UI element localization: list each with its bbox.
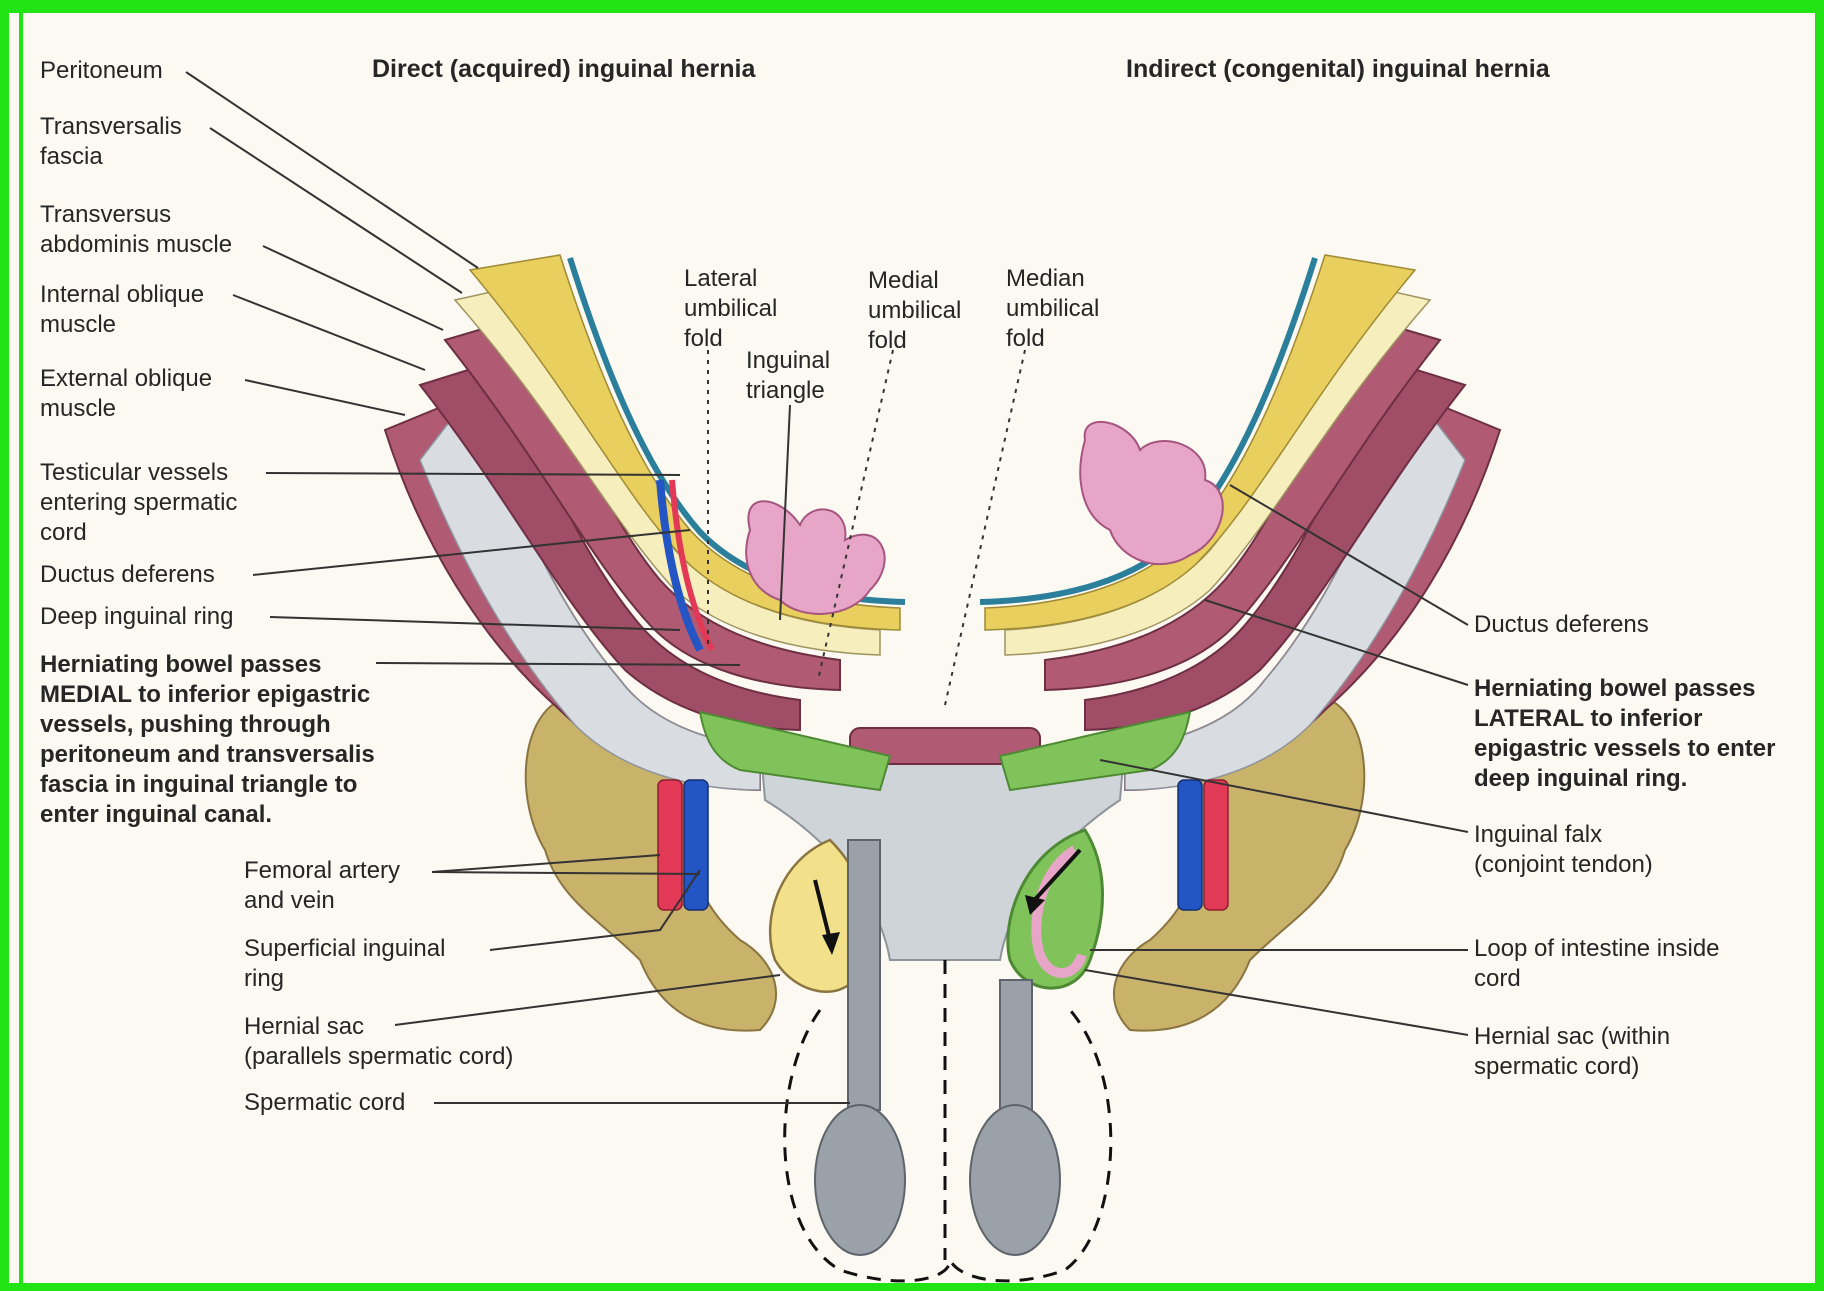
label-ductus-deferens-right: Ductus deferens bbox=[1474, 610, 1649, 640]
label-herniating-lateral: Herniating bowel passes LATERAL to infer… bbox=[1474, 674, 1814, 794]
label-femoral-artery-vein: Femoral artery and vein bbox=[244, 856, 400, 916]
testis-right bbox=[970, 1105, 1060, 1255]
femoral-artery-right bbox=[1204, 780, 1228, 910]
label-testicular-vessels: Testicular vessels entering spermatic co… bbox=[40, 458, 237, 548]
label-herniating-medial: Herniating bowel passes MEDIAL to inferi… bbox=[40, 650, 375, 830]
label-transversalis-fascia: Transversalis fascia bbox=[40, 112, 182, 172]
spermatic-cord-right bbox=[1000, 980, 1032, 1110]
label-ductus-deferens-left: Ductus deferens bbox=[40, 560, 215, 590]
label-loop-of-intestine: Loop of intestine inside cord bbox=[1474, 934, 1720, 994]
label-internal-oblique: Internal oblique muscle bbox=[40, 280, 204, 340]
label-transversus-abdominis: Transversus abdominis muscle bbox=[40, 200, 232, 260]
label-superficial-inguinal-ring: Superficial inguinal ring bbox=[244, 934, 445, 994]
title-direct-hernia: Direct (acquired) inguinal hernia bbox=[372, 54, 755, 84]
label-peritoneum: Peritoneum bbox=[40, 56, 163, 86]
label-deep-inguinal-ring: Deep inguinal ring bbox=[40, 602, 233, 632]
label-inguinal-triangle: Inguinal triangle bbox=[746, 346, 830, 406]
femoral-vein-right bbox=[1178, 780, 1202, 910]
label-spermatic-cord: Spermatic cord bbox=[244, 1088, 405, 1118]
title-indirect-hernia: Indirect (congenital) inguinal hernia bbox=[1126, 54, 1550, 84]
label-medial-umbilical-fold: Medial umbilical fold bbox=[868, 266, 961, 356]
testis-left bbox=[815, 1105, 905, 1255]
label-external-oblique: External oblique muscle bbox=[40, 364, 212, 424]
femoral-vein-left bbox=[684, 780, 708, 910]
spermatic-cord-left bbox=[848, 840, 880, 1110]
bowel-loop-right bbox=[1080, 422, 1222, 564]
femoral-artery-left bbox=[658, 780, 682, 910]
label-lateral-umbilical-fold: Lateral umbilical fold bbox=[684, 264, 777, 354]
label-hernial-sac-left: Hernial sac (parallels spermatic cord) bbox=[244, 1012, 513, 1072]
label-hernial-sac-right: Hernial sac (within spermatic cord) bbox=[1474, 1022, 1670, 1082]
label-inguinal-falx: Inguinal falx (conjoint tendon) bbox=[1474, 820, 1653, 880]
label-median-umbilical-fold: Median umbilical fold bbox=[1006, 264, 1099, 354]
